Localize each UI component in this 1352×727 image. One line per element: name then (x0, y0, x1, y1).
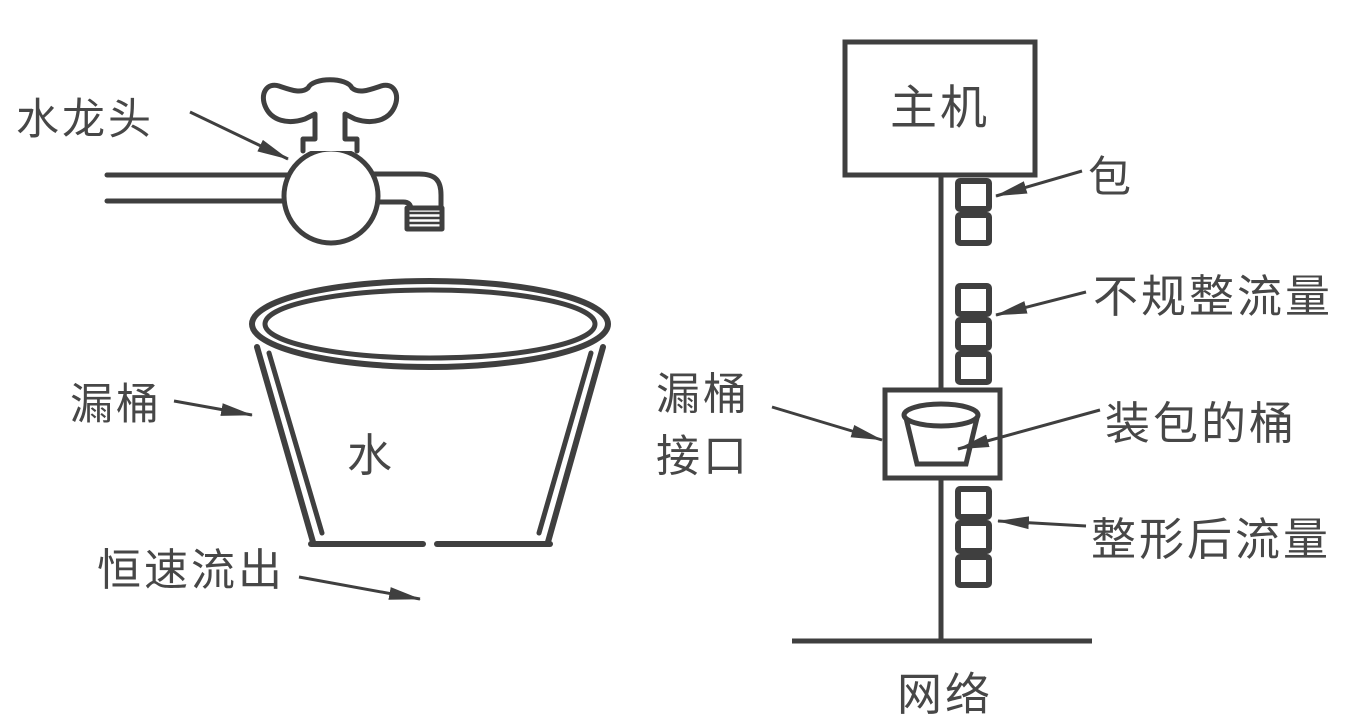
leaky-bucket-interface-label: 漏桶 接口 (656, 364, 750, 488)
interface-label-line2: 接口 (656, 432, 750, 481)
bucket-rim-inner (262, 287, 598, 361)
packet-label-arrow (994, 169, 1083, 198)
faucet-spout-outer (370, 171, 444, 212)
packet-square (955, 178, 992, 212)
faucet-icon (104, 77, 445, 246)
packet-square (955, 486, 992, 520)
packet-bucket-label: 装包的桶 (1105, 398, 1298, 449)
host-label: 主机 (890, 81, 990, 135)
packet-square (955, 351, 992, 385)
faucet-handle (260, 77, 400, 154)
unshaped-packets-burst-2 (955, 283, 992, 385)
network-label: 网络 (897, 669, 994, 720)
water-label: 水 (347, 430, 396, 481)
packet-square (955, 520, 992, 554)
packet-bucket-label-arrow (956, 408, 1101, 451)
small-bucket-rim (901, 401, 981, 429)
annotation-arrows (173, 110, 1101, 601)
packet-square (955, 554, 992, 588)
interface-label-line1: 漏桶 (656, 370, 750, 419)
outflow-label-arrow (298, 575, 422, 601)
faucet-label-arrow (189, 110, 289, 161)
host-box (842, 39, 1038, 178)
packet-square (955, 212, 992, 246)
bucket-rim-outer (249, 278, 611, 370)
leaky-bucket-interface-box (882, 387, 1003, 481)
unshaped-packets-burst-1 (955, 178, 992, 246)
bucket-wall-right-inner (536, 350, 594, 536)
faucet-body (281, 146, 381, 246)
constant-outflow-label: 恒速流出 (97, 546, 285, 595)
faucet-nozzle-threads (406, 211, 443, 225)
leaky-bucket-icon (249, 278, 611, 547)
bucket-wall-right-outer (545, 344, 606, 545)
packet-square (955, 317, 992, 351)
bucket-wall-left-outer (254, 344, 316, 545)
shaped-flow-label: 整形后流量 (1091, 514, 1332, 565)
leaky-bucket-label: 漏桶 (70, 381, 162, 429)
faucet-label: 水龙头 (16, 96, 154, 144)
unshaped-flow-label-arrow (994, 290, 1087, 317)
packet-label: 包 (1088, 154, 1134, 202)
shaped-packets-group (955, 486, 992, 588)
bucket-label-arrow (173, 399, 254, 417)
packet-square (955, 283, 992, 317)
bucket-wall-left-inner (266, 350, 325, 536)
small-bucket-icon (901, 401, 981, 467)
unshaped-flow-label: 不规整流量 (1093, 271, 1334, 322)
shaped-flow-label-arrow (996, 516, 1087, 530)
interface-label-arrow (771, 405, 884, 442)
